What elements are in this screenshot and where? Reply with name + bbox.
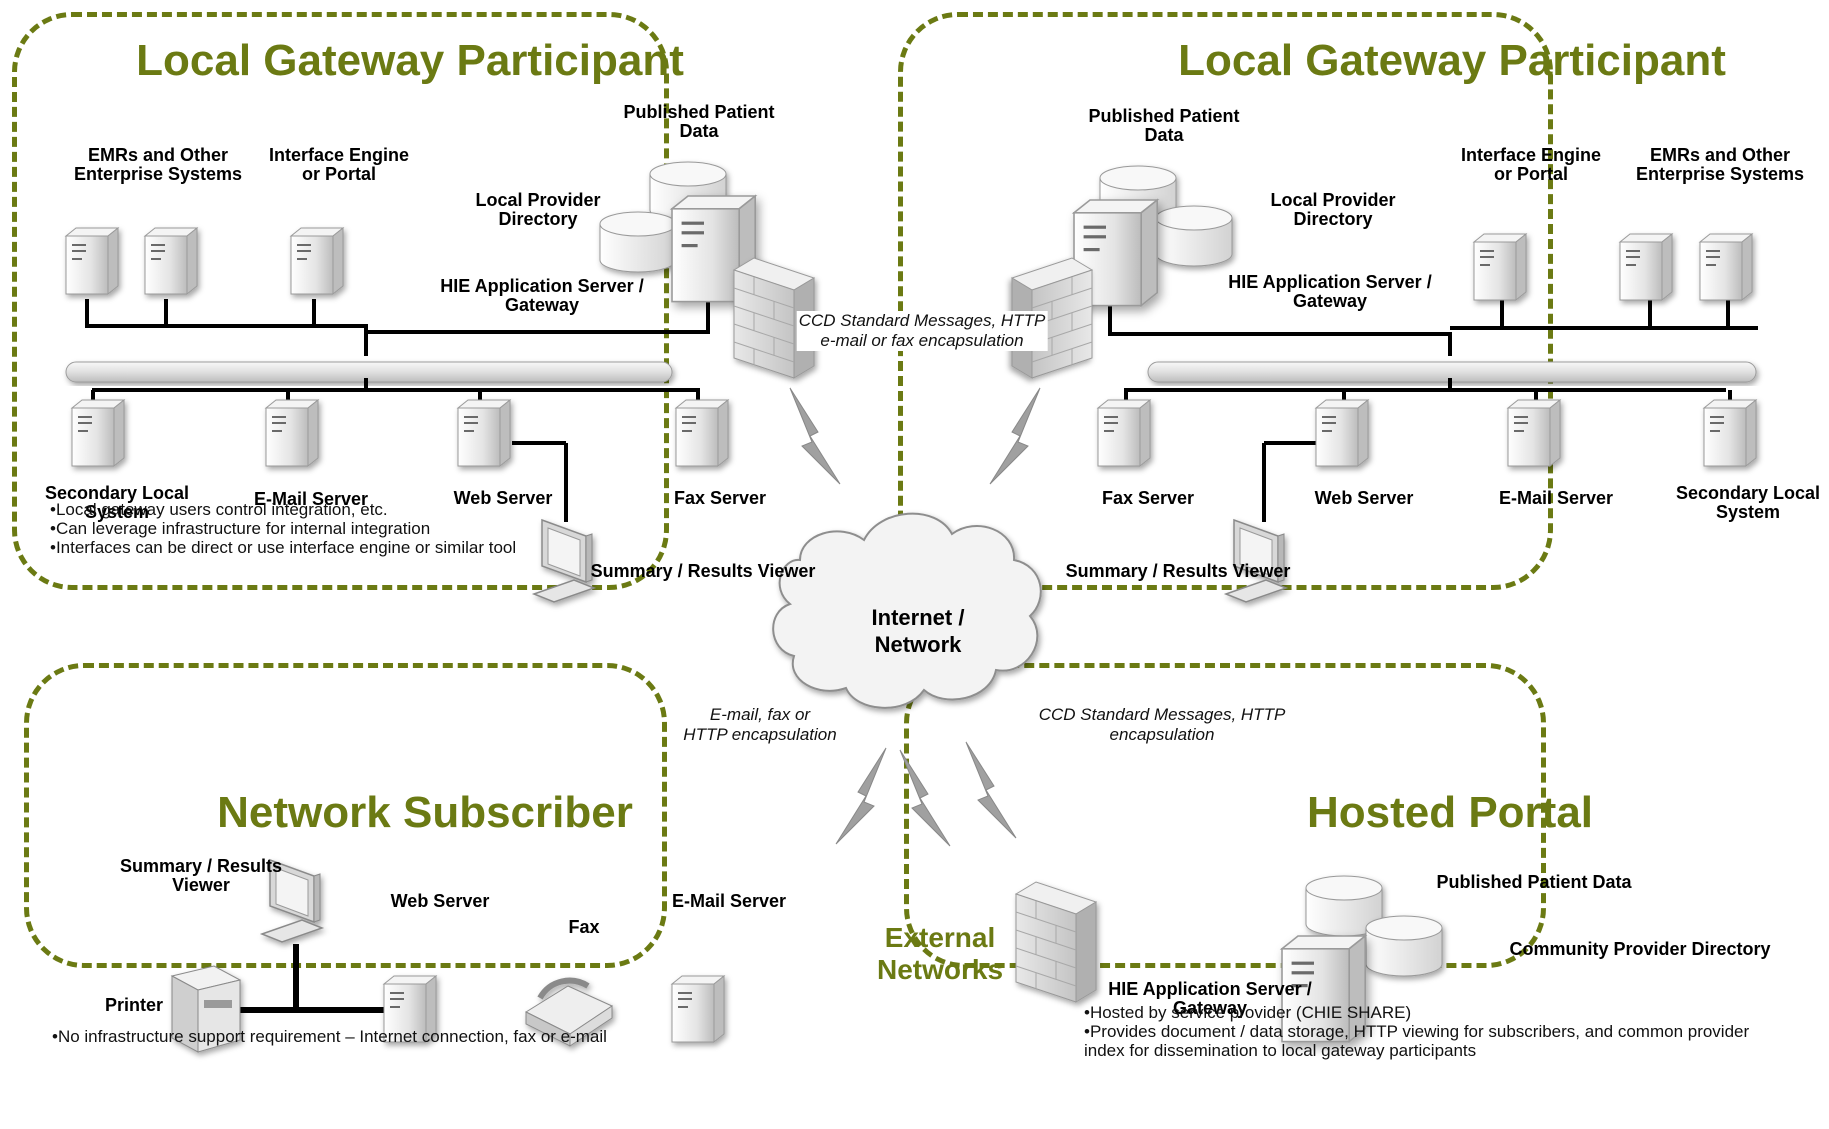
email-server-icon [1507,399,1561,467]
provider-directory-database-icon [599,211,677,273]
printer-label: Printer [104,995,164,1015]
emr-server-icon [1699,233,1753,301]
network-bus [65,361,673,383]
firewall-icon [1015,881,1097,1003]
region-title: Local Gateway Participant [136,36,684,85]
viewer-label: Summary / Results Viewer [590,561,816,581]
published-data-label: Published Patient Data [1436,872,1632,892]
region-top-right [898,12,1553,590]
region-title: Local Gateway Participant [1178,36,1726,85]
top-right-network [1011,165,1758,603]
bottom-left-notes: •No infrastructure support requirement –… [52,1027,607,1046]
fax-server-label: Fax Server [1101,488,1195,508]
email-server-label: E-Mail Server [671,891,787,911]
internet-cloud [772,512,1042,709]
region-top-left [12,12,669,590]
top-left-network [65,161,815,603]
community-directory-database-icon [1365,915,1443,977]
app-server-label: HIE Application Server /Gateway [1228,272,1432,311]
lightning-icon [899,749,951,847]
app-server-label: HIE Application Server /Gateway [440,276,644,315]
fax-server-icon [1097,399,1151,467]
region-title: Network Subscriber [217,788,633,837]
web-server-label: Web Server [1314,488,1414,508]
viewer-monitor-icon [533,519,595,603]
secondary-system-server-icon [1703,399,1757,467]
top-left-notes: •Local gateway users control integration… [50,500,517,557]
web-server-label: Web Server [390,891,490,911]
region-bottom-right [904,663,1546,968]
fax-label: Fax [568,917,600,937]
printer-icon [170,965,242,1053]
email-server-label: E-Mail Server [1498,488,1614,508]
lightning-icon [835,747,887,845]
secondary-system-server-icon [71,399,125,467]
region-title: Hosted Portal [1306,788,1594,837]
interface-engine-server-icon [1473,233,1527,301]
email-server-label: E-Mail Server [253,489,369,509]
email-server-icon [265,399,319,467]
emr-server-icon [1619,233,1673,301]
bottom-right-notes: •Hosted by service provider (CHIE SHARE)… [1084,1003,1750,1060]
email-server-icon [671,975,725,1043]
fax-server-label: Fax Server [673,488,767,508]
web-server-label: Web Server [453,488,553,508]
community-directory-label: Community Provider Directory [1509,939,1771,959]
lightning-icon [989,387,1041,485]
web-server-icon [457,399,511,467]
cloud-label: Internet /Network [871,605,965,657]
region-bottom-left [24,663,667,968]
interface-engine-server-icon [290,227,344,295]
web-server-icon [1315,399,1369,467]
fax-server-icon [675,399,729,467]
provider-directory-database-icon [1155,205,1233,267]
app-server-label: HIE Application Server /Gateway [1108,979,1312,1018]
emr-server-icon [65,227,119,295]
viewer-label: Summary / Results Viewer [1065,561,1291,581]
lightning-icon [789,387,841,485]
bottom-left-network [170,859,725,1053]
lightning-icon [965,741,1017,839]
fax-icon [524,977,614,1047]
emr-server-icon [144,227,198,295]
